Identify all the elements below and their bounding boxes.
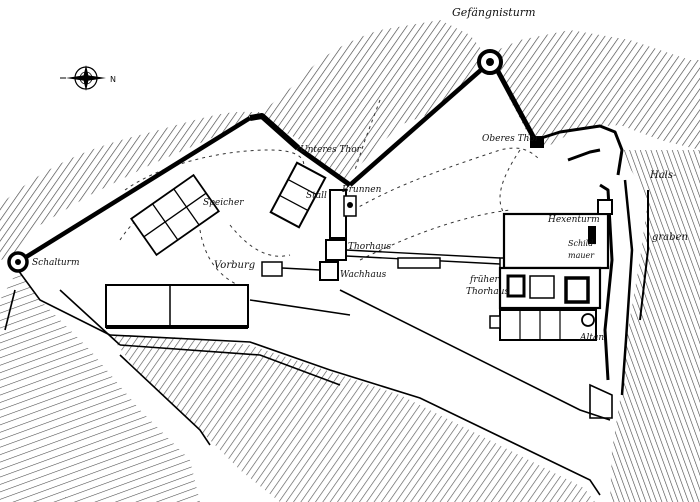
terrain-south-central xyxy=(110,335,595,502)
compass-north-label: N xyxy=(110,75,116,84)
label-frueher-1: früher xyxy=(469,275,500,285)
map-labels: Gefängnisturm Unteres Thor Stall Brunnen… xyxy=(32,6,688,343)
stall-building xyxy=(269,161,327,229)
label-wachhaus: Wachhaus xyxy=(340,270,387,280)
label-speicher: Speicher xyxy=(203,198,244,208)
label-stall: Stall xyxy=(306,191,327,201)
label-halsgraben-2: graben xyxy=(652,232,688,243)
terrain-north-slope xyxy=(0,20,700,260)
lower-walls xyxy=(4,269,613,496)
label-thorhaus: Thorhaus xyxy=(348,242,391,252)
terrain-south-west xyxy=(0,270,200,502)
compass-rose: N xyxy=(60,65,116,91)
label-unteres-thor: Unteres Thor xyxy=(300,145,362,155)
label-gefaengnisturm: Gefängnisturm xyxy=(452,6,536,19)
label-altan: Altan xyxy=(579,333,604,343)
label-frueher-2: Thorhaus xyxy=(466,287,509,297)
label-oberes-thor: Oberes Thor xyxy=(482,134,540,144)
label-schildmauer-1: Schild- xyxy=(568,239,596,248)
terrain-east-slope xyxy=(610,150,700,502)
label-brunnen: Brunnen xyxy=(341,185,382,195)
label-halsgraben-1: Hals- xyxy=(649,170,677,181)
towers xyxy=(7,49,544,273)
label-vorburg: Vorburg xyxy=(214,260,255,271)
label-schalturm: Schalturm xyxy=(32,258,80,268)
label-hexenturm: Hexenturm xyxy=(547,215,600,225)
label-schildmauer-2: mauer xyxy=(568,251,595,260)
brunnen-structure xyxy=(329,189,357,239)
curtain-walls xyxy=(16,60,649,396)
vorburg-building xyxy=(105,284,249,329)
speicher-building xyxy=(130,173,220,257)
inner-castle-complex xyxy=(489,199,613,341)
